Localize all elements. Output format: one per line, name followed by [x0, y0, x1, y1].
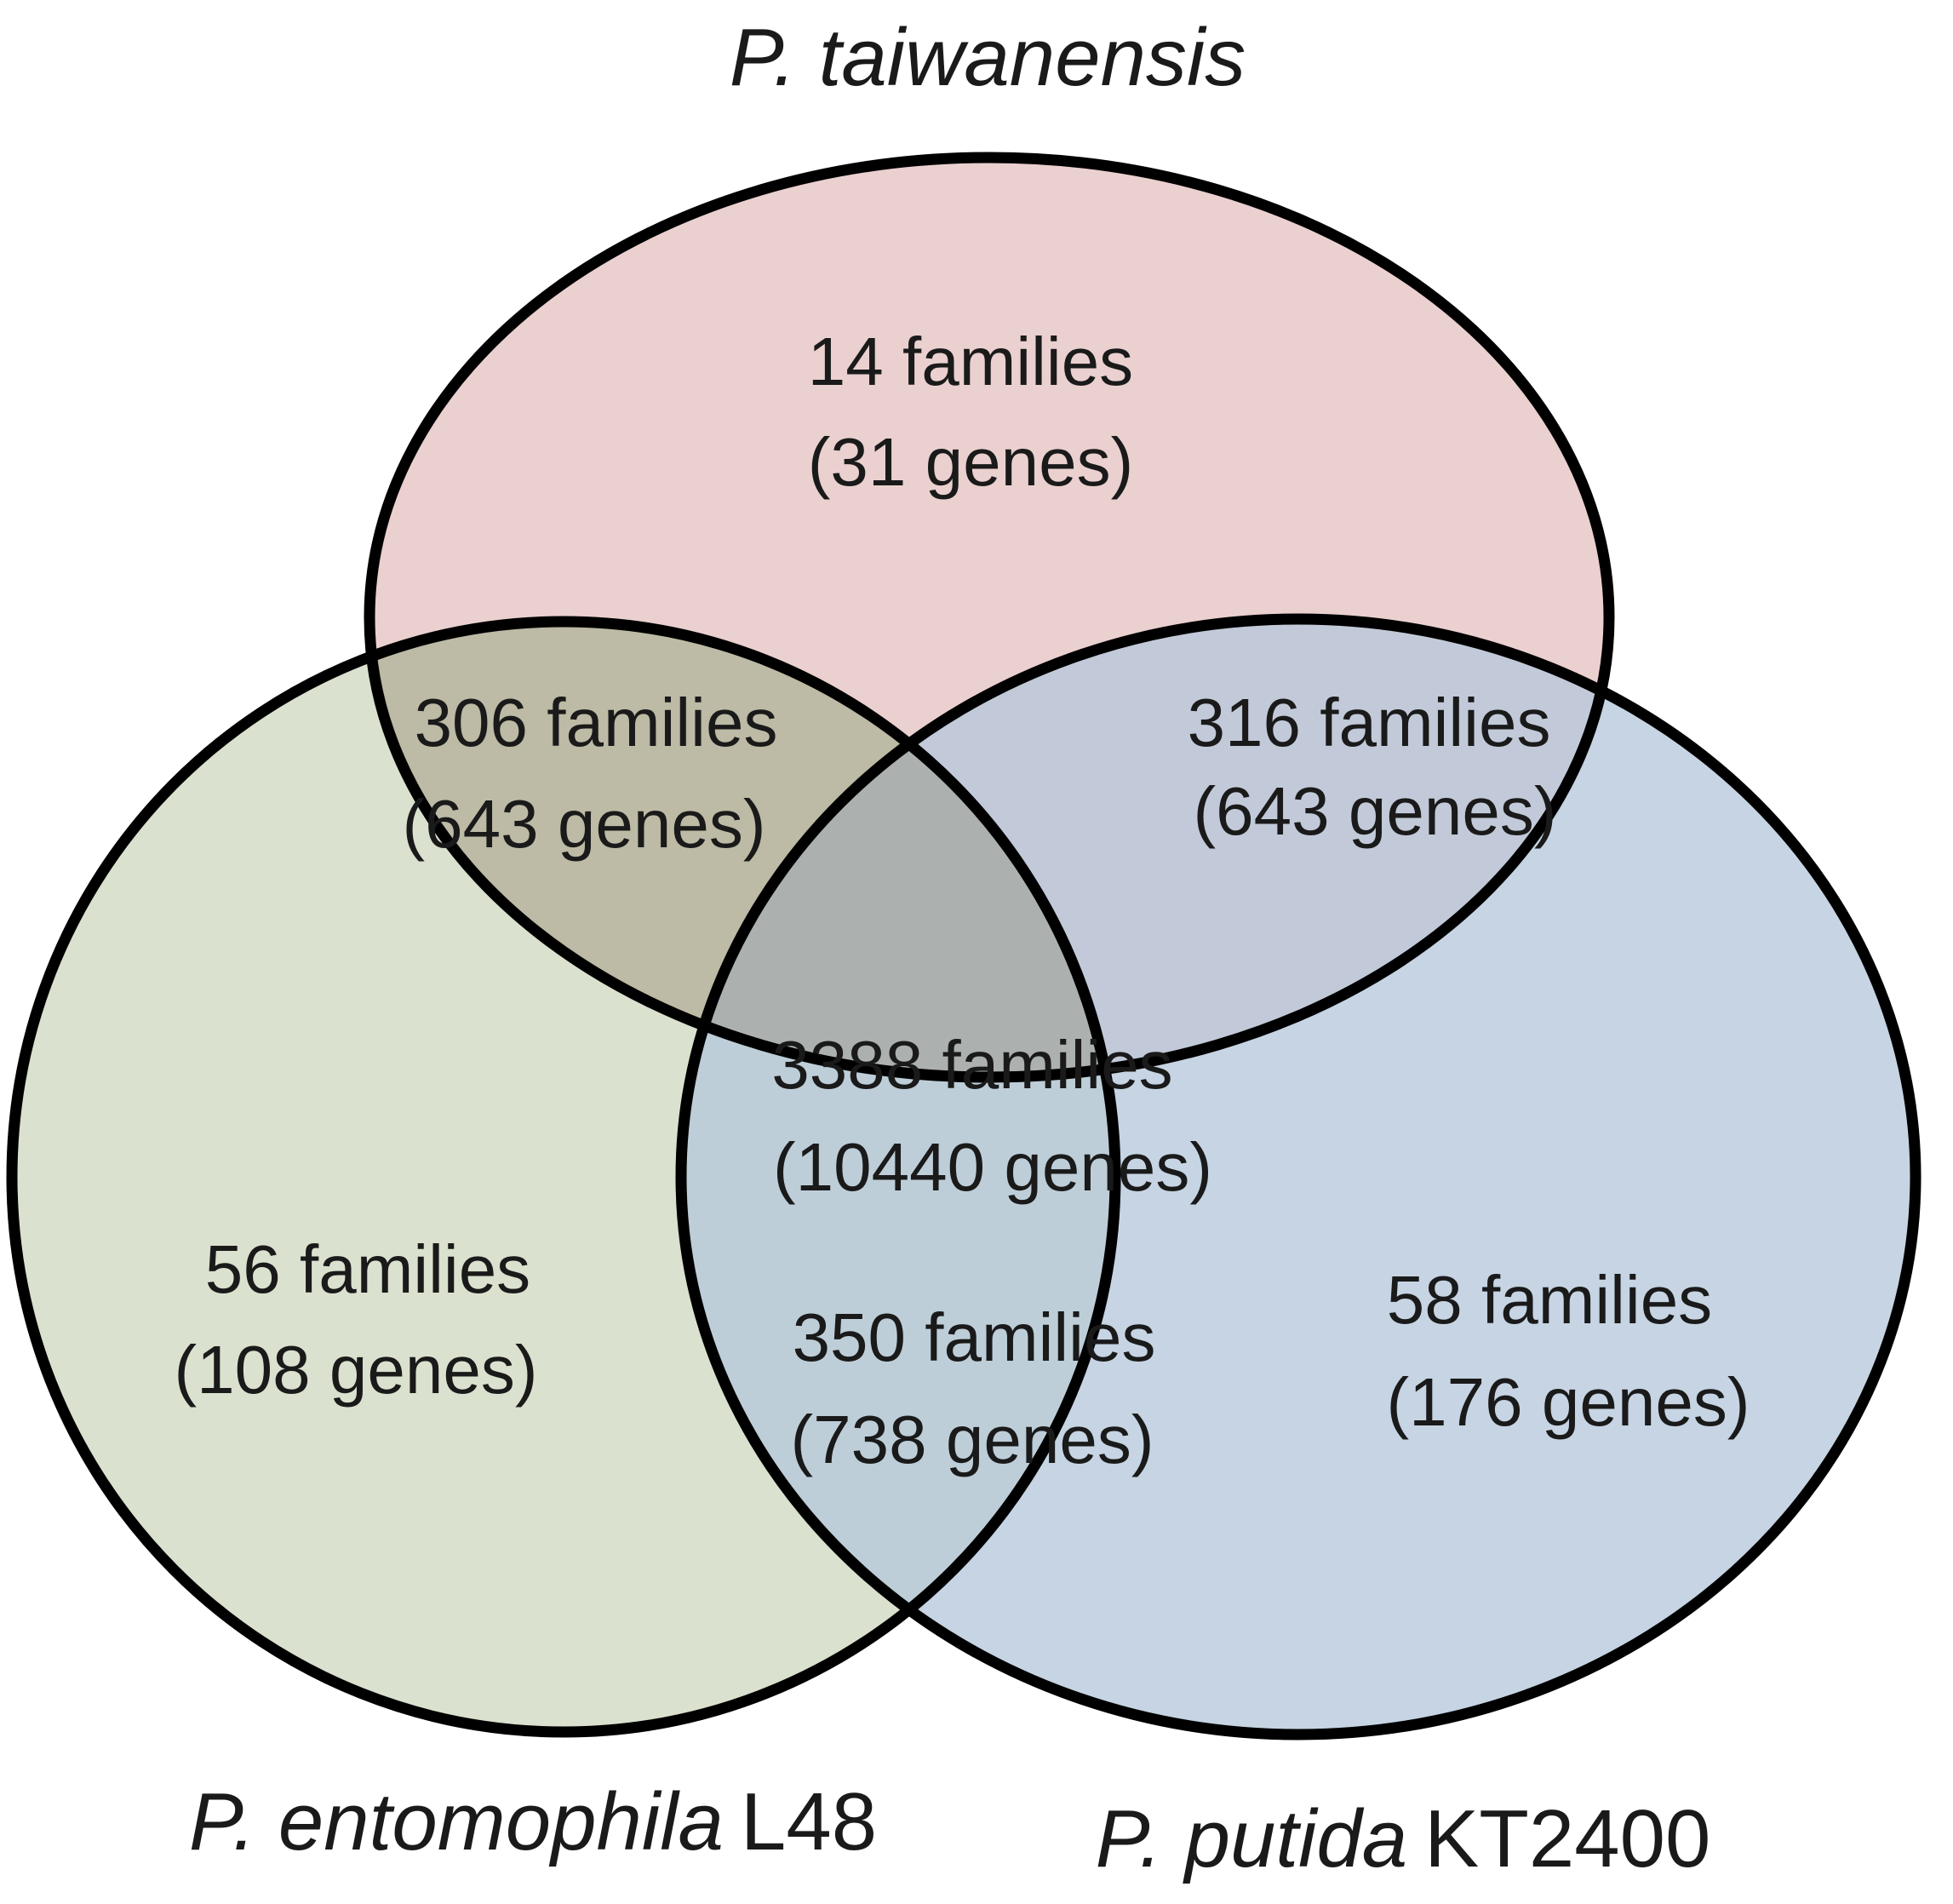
region-genes: (108 genes) — [175, 1332, 538, 1408]
region-genes: (10440 genes) — [773, 1129, 1212, 1205]
outline-taiwanensis — [364, 152, 1615, 1083]
region-genes: (738 genes) — [791, 1402, 1154, 1477]
region-putida-only: 58 families (176 genes) — [1387, 1262, 1750, 1440]
region-genes: (176 genes) — [1387, 1364, 1750, 1440]
region-taiwanensis-only: 14 families (31 genes) — [808, 324, 1133, 500]
region-genes: (643 genes) — [403, 786, 766, 862]
region-families: 14 families — [808, 324, 1133, 399]
region-genes: (643 genes) — [1194, 773, 1557, 849]
overlap-shading — [369, 622, 1115, 1077]
region-families: 3388 families — [771, 1027, 1172, 1103]
region-taiwanensis-putida: 316 families (643 genes) — [1188, 685, 1557, 849]
region-families: 350 families — [793, 1299, 1156, 1375]
region-taiwanensis-entomophila: 306 families (643 genes) — [403, 685, 778, 862]
region-entomophila-only: 56 families (108 genes) — [175, 1231, 538, 1408]
region-all-three: 3388 families (10440 genes) — [771, 1027, 1212, 1205]
region-families: 306 families — [415, 685, 778, 760]
circle-putida — [681, 619, 1916, 1735]
region-families: 58 families — [1387, 1262, 1712, 1338]
region-genes: (31 genes) — [808, 424, 1133, 500]
region-families: 56 families — [205, 1231, 530, 1307]
outline-putida — [675, 613, 1922, 1741]
region-families: 316 families — [1188, 685, 1551, 760]
set-label-taiwanensis: P. taiwanensis — [730, 12, 1246, 103]
outline-entomophila — [6, 616, 1121, 1738]
region-entomophila-putida: 350 families (738 genes) — [791, 1299, 1156, 1477]
